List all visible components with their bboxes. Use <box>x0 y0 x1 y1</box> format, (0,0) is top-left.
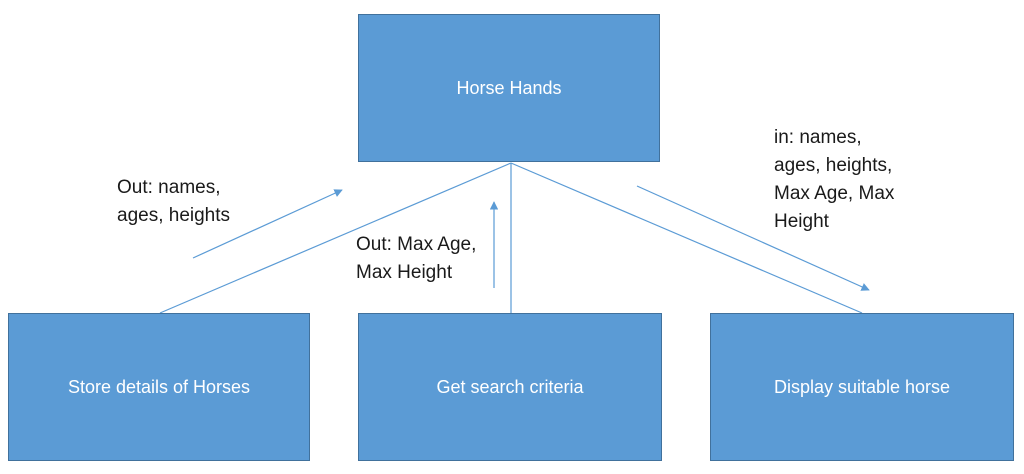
flow-label-search-out: Out: Max Age, Max Height <box>356 234 477 283</box>
flow-arrow-store-out <box>192 189 343 259</box>
connector-root-to-display <box>510 162 863 314</box>
flow-label-display-in: in: names, ages, heights, Max Age, Max H… <box>774 127 895 232</box>
node-get-search-criteria: Get search criteria <box>358 313 662 461</box>
node-horse-hands-label: Horse Hands <box>456 77 562 98</box>
node-store-details-label: Store details of Horses <box>67 376 251 397</box>
flow-label-store-out: Out: names, ages, heights <box>117 177 231 226</box>
node-store-details: Store details of Horses <box>8 313 310 461</box>
flow-arrow-display-in <box>636 185 870 291</box>
node-horse-hands: Horse Hands <box>358 14 660 162</box>
node-display-suitable-horse-label: Display suitable horse <box>773 376 951 397</box>
connector-root-to-store <box>159 162 512 314</box>
node-get-search-criteria-label: Get search criteria <box>436 376 584 397</box>
node-display-suitable-horse: Display suitable horse <box>710 313 1014 461</box>
